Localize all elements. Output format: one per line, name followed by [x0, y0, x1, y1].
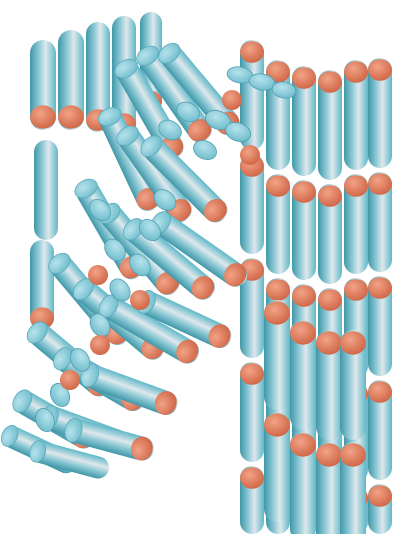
rod-end-cap	[88, 265, 108, 285]
vertical-rod	[344, 174, 368, 274]
vertical-rod	[316, 330, 342, 440]
vertical-rod	[292, 180, 316, 280]
vertical-rod	[368, 484, 392, 534]
vertical-rod	[290, 320, 316, 430]
vertical-rod	[340, 330, 366, 440]
vertical-rod	[266, 174, 290, 274]
vertical-rod	[292, 66, 316, 176]
vertical-rod	[30, 240, 54, 330]
vertical-rod	[240, 466, 264, 534]
rod-end-cap	[222, 90, 242, 110]
rod-end-cap	[240, 145, 260, 165]
vertical-rod	[264, 300, 290, 410]
vertical-rod	[340, 442, 366, 534]
vertical-rod	[34, 140, 58, 240]
vertical-rod	[344, 60, 368, 170]
vertical-rod	[264, 412, 290, 522]
vertical-rod	[316, 442, 342, 534]
vertical-rod	[368, 172, 392, 272]
rod-end-cap	[90, 335, 110, 355]
vertical-rod	[368, 276, 392, 376]
rods-layer	[0, 12, 392, 534]
vertical-rod	[240, 362, 264, 462]
vertical-rod	[318, 184, 342, 284]
rod-end-cap	[60, 370, 80, 390]
rod-end-cap	[130, 290, 150, 310]
vertical-rod	[368, 380, 392, 480]
vertical-rod	[58, 30, 84, 130]
vertical-rod	[368, 58, 392, 168]
vertical-rod	[30, 40, 56, 130]
vertical-rod	[240, 154, 264, 254]
vertical-rod	[290, 432, 316, 534]
vertical-rod	[318, 70, 342, 180]
